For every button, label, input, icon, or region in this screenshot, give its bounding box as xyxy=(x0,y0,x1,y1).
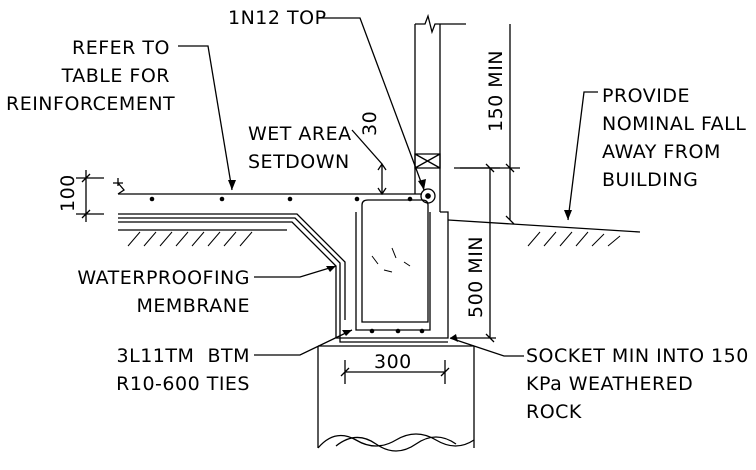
top-bar-circle xyxy=(420,188,436,204)
ground-line xyxy=(447,219,641,233)
slab-break-mark xyxy=(113,182,125,195)
slab-hatch xyxy=(127,231,253,247)
wall-cross-box xyxy=(414,153,441,169)
bottom-bars xyxy=(369,328,425,334)
dim-300-text: 300 xyxy=(374,351,412,373)
label-membrane-line1: WATERPROOFING xyxy=(77,267,250,289)
label-fall-line3: AWAY FROM xyxy=(602,141,721,163)
label-bars-line2: R10-600 TIES xyxy=(116,373,250,395)
label-fall-line1: PROVIDE xyxy=(602,85,691,107)
beam-stirrup xyxy=(361,199,429,323)
dim-30-line xyxy=(377,162,387,196)
aggregate-marks xyxy=(371,247,411,273)
label-socket-line3: ROCK xyxy=(526,401,582,423)
beam-inner-left xyxy=(355,212,431,331)
dim-500-line xyxy=(454,163,500,343)
wall-break-line xyxy=(415,13,466,35)
dim-500-text: 500 MIN xyxy=(465,235,487,318)
leader-refer xyxy=(178,45,233,191)
leader-wet xyxy=(351,129,383,165)
beam-outline xyxy=(336,211,449,339)
membrane-line xyxy=(118,217,448,343)
label-wet-area-line1: WET AREA xyxy=(248,123,352,145)
label-refer-line2: TABLE FOR xyxy=(61,65,170,87)
label-refer-line1: REFER TO xyxy=(72,37,170,59)
pier-break-line xyxy=(317,433,475,449)
leader-top-bar xyxy=(318,17,425,191)
dim-30-text: 30 xyxy=(359,110,381,136)
slab-top-line xyxy=(117,178,422,195)
label-wet-area-line2: SETDOWN xyxy=(248,151,350,173)
leader-bars xyxy=(254,329,353,356)
slab-underside-line xyxy=(118,221,337,338)
dim-300-line xyxy=(340,360,450,384)
dim-100-text: 100 xyxy=(57,174,79,212)
ground-hatch xyxy=(527,231,621,247)
label-fall-line2: NOMINAL FALL xyxy=(602,113,747,135)
leader-membrane xyxy=(254,265,337,278)
label-socket-line1: SOCKET MIN INTO 150 xyxy=(526,345,749,367)
dim-150-text: 150 MIN xyxy=(485,49,507,132)
label-bars-line1: 3L11TM BTM xyxy=(116,345,250,367)
leader-socket xyxy=(449,337,524,357)
label-top-bar: 1N12 TOP xyxy=(228,7,327,29)
leader-fall xyxy=(567,91,598,221)
label-refer-line3: REINFORCEMENT xyxy=(6,93,176,115)
dim-100-line xyxy=(76,170,104,222)
slab-bars xyxy=(149,196,413,202)
label-membrane-line2: MEMBRANE xyxy=(136,295,250,317)
label-socket-line2: KPa WEATHERED xyxy=(526,373,694,395)
label-fall-line4: BUILDING xyxy=(602,169,699,191)
slab-bottom-line xyxy=(118,213,346,320)
